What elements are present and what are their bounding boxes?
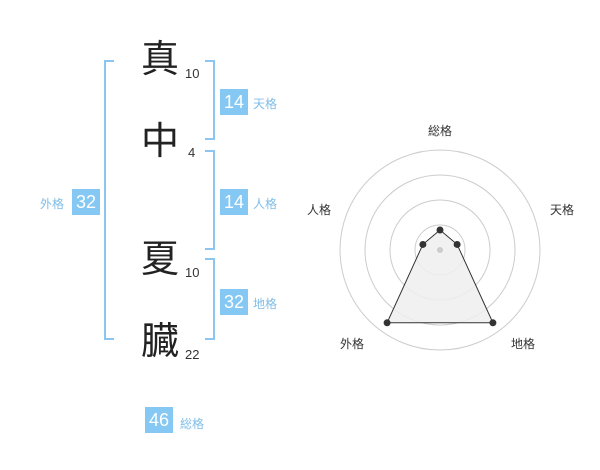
name-char-4: 臓 <box>140 319 179 363</box>
name-char-1: 真 <box>140 37 179 81</box>
stroke-count-1: 10 <box>185 66 200 81</box>
radar-point <box>436 226 444 234</box>
radar-ring <box>364 174 516 326</box>
jinkaku-label: 人格 <box>253 197 278 211</box>
radar-ring <box>339 149 541 351</box>
jinkaku-bracket <box>205 150 215 250</box>
tenkaku-label: 天格 <box>253 97 278 111</box>
radar-label-gaikaku: 外格 <box>340 337 365 351</box>
stroke-count-4: 22 <box>185 347 200 362</box>
jinkaku-value: 14 <box>220 189 248 215</box>
tenkaku-bracket <box>205 60 215 140</box>
radar-point <box>383 319 391 327</box>
stroke-count-2: 4 <box>188 145 196 160</box>
soukaku-value: 46 <box>145 407 173 433</box>
chikaku-value: 32 <box>220 289 248 315</box>
name-char-2: 中 <box>140 119 179 163</box>
gaikaku-bracket <box>104 60 114 340</box>
chikaku-label: 地格 <box>253 297 278 311</box>
tenkaku-value: 14 <box>220 89 248 115</box>
name-char-3: 夏 <box>140 237 179 281</box>
radar-label-soukaku: 総格 <box>428 124 453 138</box>
gaikaku-label: 外格 <box>40 197 65 211</box>
chikaku-bracket <box>205 258 215 340</box>
radar-point <box>489 319 497 327</box>
radar-label-chikaku: 地格 <box>511 337 536 351</box>
radar-area <box>386 229 494 324</box>
radar-point <box>453 240 461 248</box>
stroke-count-3: 10 <box>185 265 200 280</box>
radar-label-jinkaku: 人格 <box>307 203 332 217</box>
gaikaku-value: 32 <box>72 189 100 215</box>
radar-point <box>419 240 427 248</box>
radar-center <box>437 247 443 253</box>
soukaku-label: 総格 <box>180 417 205 431</box>
radar-label-tenkaku: 天格 <box>550 203 575 217</box>
